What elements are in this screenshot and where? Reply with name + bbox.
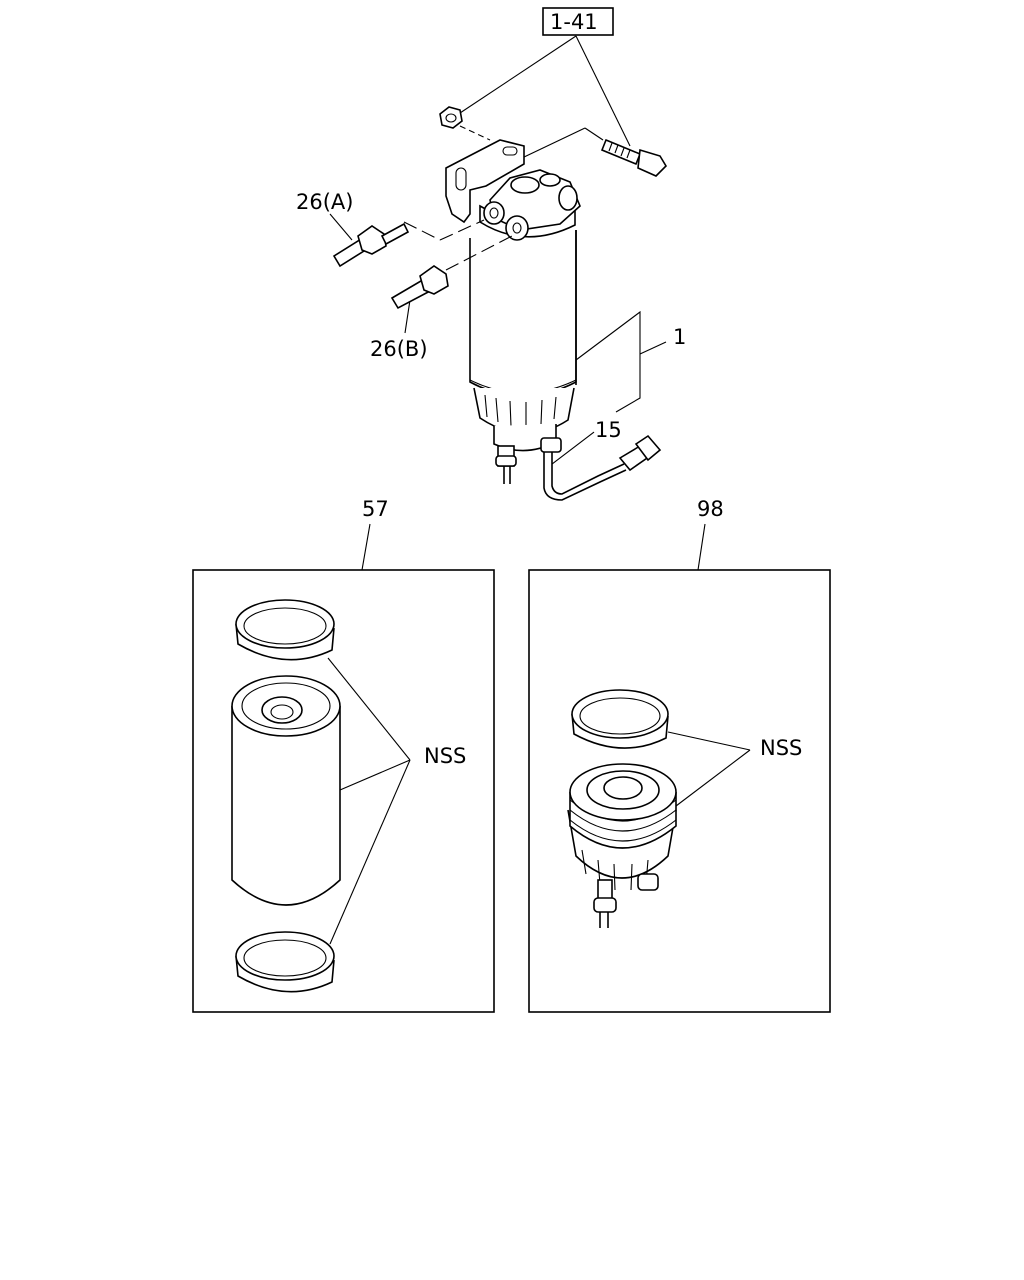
nss-left-label: NSS: [424, 744, 466, 768]
bowl-kit-98-panel: 98 NSS: [528, 497, 831, 1013]
fitting-26a[interactable]: 26(A): [296, 190, 485, 268]
sensor-15-label: 15: [595, 418, 622, 442]
fitting-26b-label: 26(B): [370, 337, 428, 361]
kit-98-label[interactable]: 98: [697, 497, 724, 521]
fuel-filter-assembly: [445, 139, 662, 501]
fitting-26b[interactable]: 26(B): [370, 235, 513, 361]
element-kit-57-panel: 57 NSS: [192, 497, 495, 1013]
ref-1-41-label: 1-41: [550, 10, 598, 34]
ref-1-41-callout[interactable]: 1-41: [459, 7, 631, 147]
mounting-nut: [439, 106, 491, 141]
assembly-1-callout[interactable]: 1: [575, 310, 686, 413]
assembly-1-label: 1: [673, 325, 686, 349]
mounting-bolt: [521, 127, 668, 177]
kit-57-label[interactable]: 57: [362, 497, 389, 521]
nss-right-label: NSS: [760, 736, 802, 760]
fitting-26a-label: 26(A): [296, 190, 353, 214]
sensor-15-callout[interactable]: 15: [551, 418, 622, 465]
